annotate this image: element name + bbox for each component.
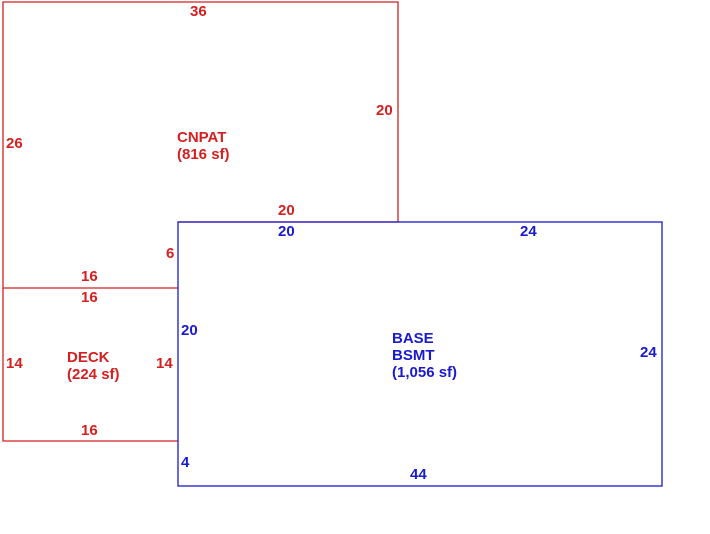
deck-code: DECK bbox=[67, 349, 110, 366]
cnpat-size: (816 sf) bbox=[177, 146, 230, 163]
base-step-dimension: 4 bbox=[181, 454, 190, 471]
deck-top-inner-dimension: 16 bbox=[81, 289, 98, 306]
deck-size: (224 sf) bbox=[67, 366, 120, 383]
cnpat-area-label: CNPAT (816 sf) bbox=[177, 129, 230, 163]
base-code: BASE bbox=[392, 330, 434, 347]
base-right-dimension: 24 bbox=[640, 344, 657, 361]
deck-top-outer-dimension: 16 bbox=[81, 268, 98, 285]
cnpat-top-dimension: 36 bbox=[190, 3, 207, 20]
deck-left-dimension: 14 bbox=[6, 355, 23, 372]
base-top-right-dimension: 24 bbox=[520, 223, 537, 240]
base-outline bbox=[177, 221, 663, 487]
deck-outline bbox=[2, 288, 178, 442]
cnpat-bottom-dimension: 20 bbox=[278, 202, 295, 219]
base-left-dimension: 20 bbox=[181, 322, 198, 339]
cnpat-step-dimension: 6 bbox=[166, 245, 175, 262]
cnpat-right-dimension: 20 bbox=[376, 102, 393, 119]
cnpat-code: CNPAT bbox=[177, 129, 227, 146]
base-bottom-dimension: 44 bbox=[410, 466, 427, 483]
cnpat-left-dimension: 26 bbox=[6, 135, 23, 152]
base-area-label: BASE BSMT (1,056 sf) bbox=[392, 330, 457, 381]
base-size: (1,056 sf) bbox=[392, 364, 458, 381]
base-top-left-dimension: 20 bbox=[278, 223, 295, 240]
deck-area-label: DECK (224 sf) bbox=[67, 349, 120, 383]
deck-bottom-dimension: 16 bbox=[81, 422, 98, 439]
deck-right-dimension: 14 bbox=[156, 355, 173, 372]
base-subcode: BSMT bbox=[392, 347, 435, 364]
